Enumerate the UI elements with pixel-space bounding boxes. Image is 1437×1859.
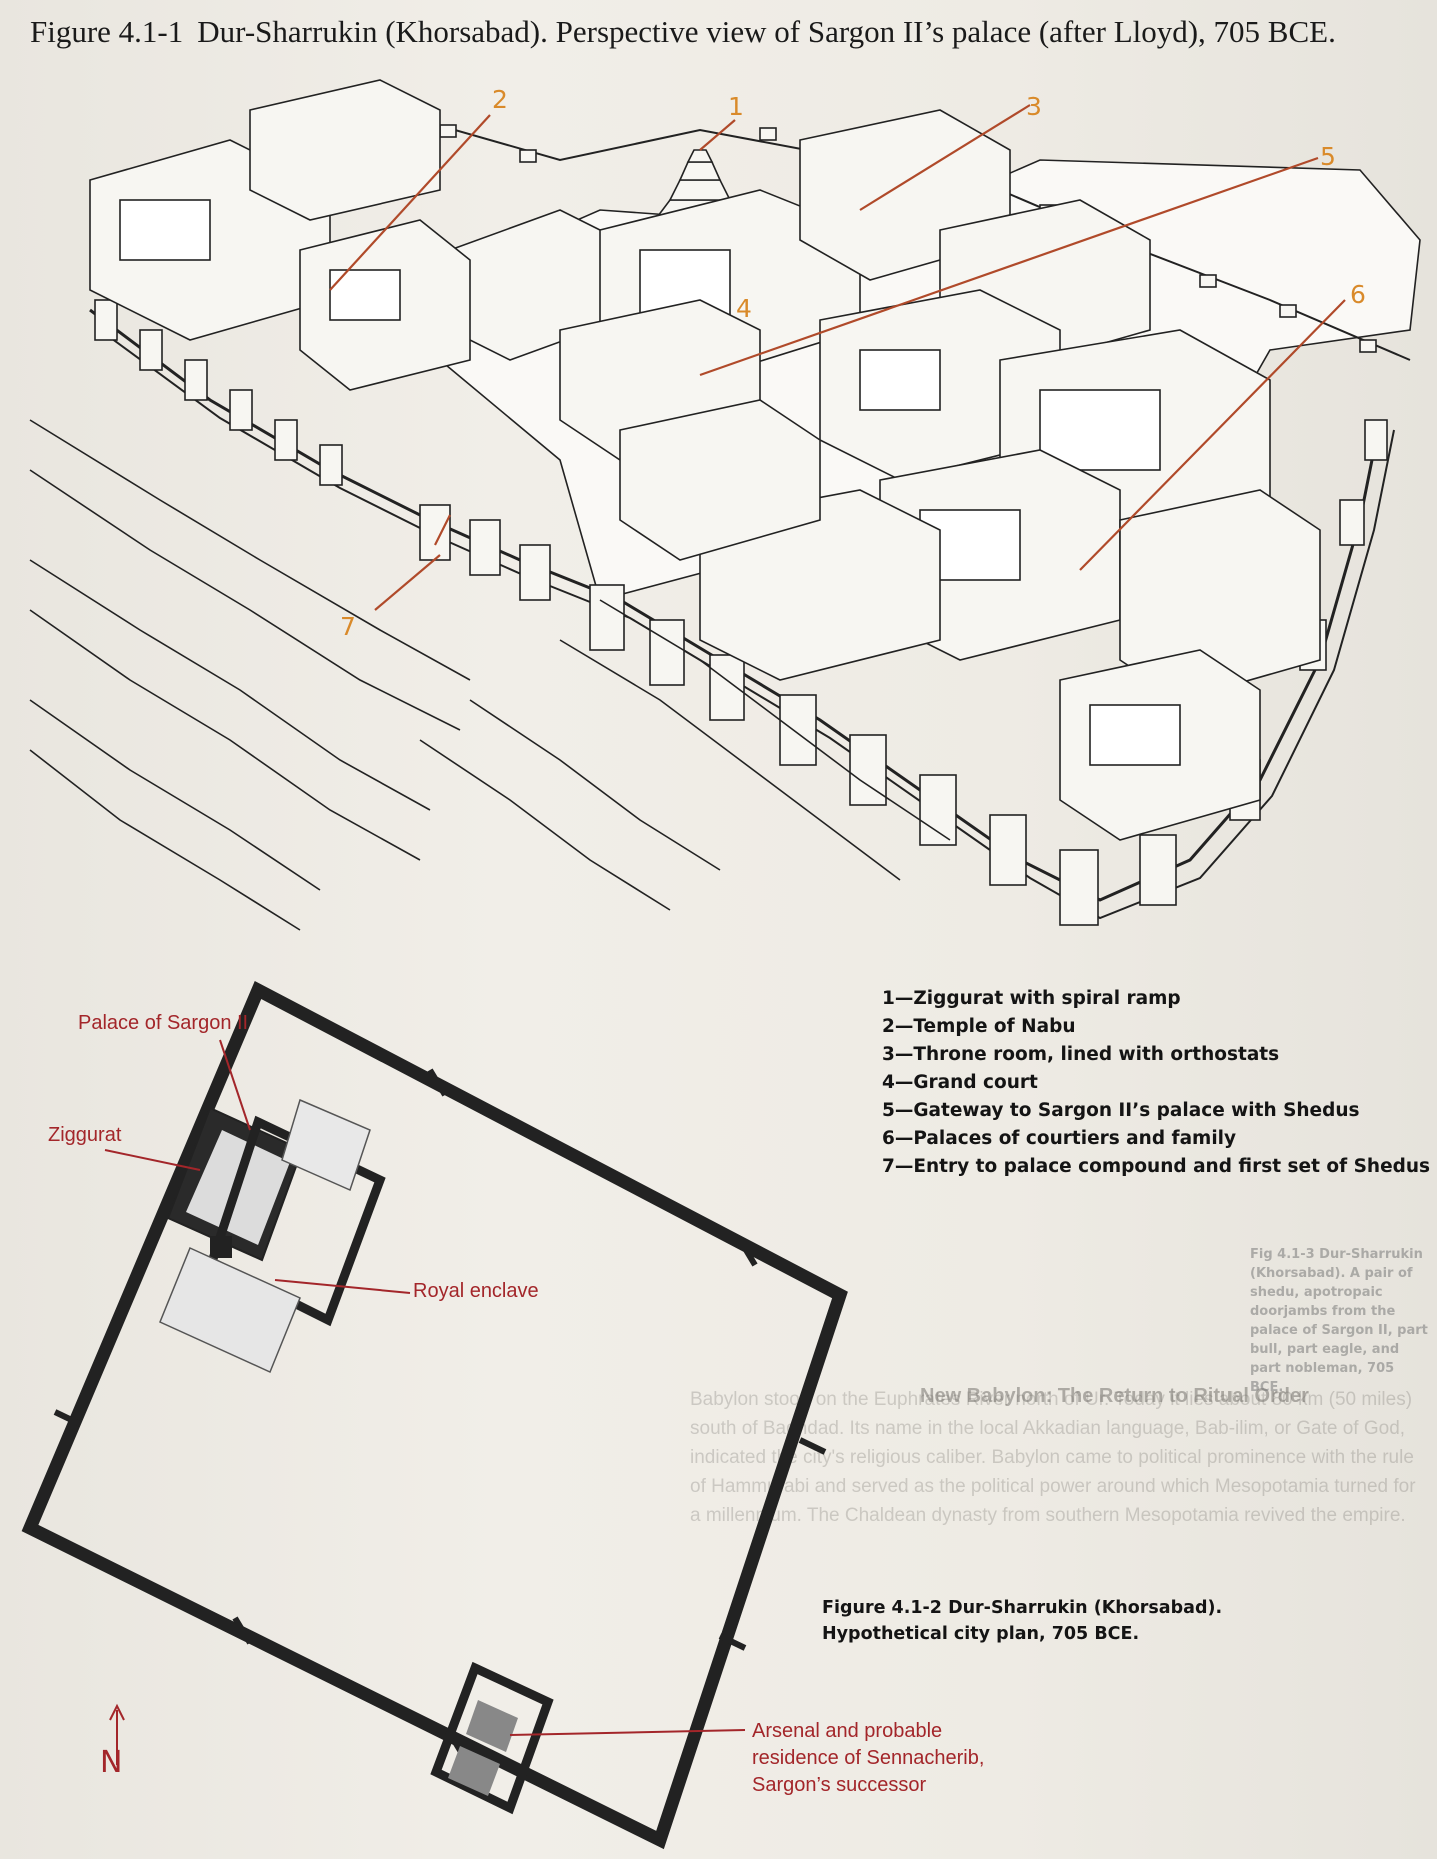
- arsenal-label-line: residence of Sennacherib,: [752, 1747, 985, 1769]
- city-plan: [21, 980, 848, 1850]
- label-6: 6: [1350, 280, 1366, 309]
- arsenal-plan: [430, 1661, 554, 1815]
- arsenal-label-line: Arsenal and probable: [752, 1720, 943, 1742]
- legend-item: 6—Palaces of courtiers and family: [882, 1128, 1237, 1149]
- courtier-palaces: [619, 329, 1321, 841]
- label-2: 2: [492, 85, 508, 114]
- arsenal-block-2: [448, 1746, 500, 1796]
- plan-detail-2: [159, 1246, 301, 1374]
- palace-label: Palace of Sargon II: [78, 1012, 249, 1034]
- figure-title: Figure 4.1-1 Dur-Sharrukin (Khorsabad). P…: [30, 14, 1420, 50]
- bleed-through-text: Babylon stood on the Euphrates River nor…: [690, 1389, 1416, 1526]
- legend: 1—Ziggurat with spiral ramp 2—Temple of …: [882, 985, 1431, 1181]
- legend-item: 7—Entry to palace compound and first set…: [882, 1156, 1431, 1177]
- figure-2-caption-line: Figure 4.1-2 Dur-Sharrukin (Khorsabad).: [822, 1598, 1223, 1618]
- figure-3-caption-fragment: Fig 4.1-3 Dur-Sharrukin (Khorsabad). A p…: [1250, 1247, 1428, 1395]
- plan-leader-lines: [104, 1039, 746, 1765]
- city-gates: [53, 1068, 827, 1769]
- ziggurat-label: Ziggurat: [48, 1124, 122, 1146]
- figure-title-text: Dur-Sharrukin (Khorsabad). Perspective v…: [197, 14, 1336, 49]
- arsenal-label-line: Sargon’s successor: [752, 1774, 927, 1796]
- arsenal-block-1: [466, 1700, 518, 1752]
- left-complex: [89, 79, 471, 391]
- arsenal-label: Arsenal and probable residence of Sennac…: [752, 1718, 984, 1799]
- label-7: 7: [340, 612, 356, 641]
- ziggurat-plan: [210, 1236, 232, 1258]
- label-3: 3: [1026, 92, 1042, 121]
- city-plan-outline: [21, 980, 848, 1850]
- legend-item: 3—Throne room, lined with orthostats: [882, 1044, 1280, 1065]
- label-1: 1: [728, 92, 744, 121]
- city-streets: [29, 419, 951, 931]
- north-arrow-label: N: [100, 1745, 123, 1780]
- bleed-heading: New Babylon: The Return to Ritual Order: [920, 1385, 1309, 1407]
- legend-item: 5—Gateway to Sargon II’s palace with She…: [882, 1100, 1360, 1121]
- figure-2-caption-line: Hypothetical city plan, 705 BCE.: [822, 1624, 1140, 1644]
- label-5: 5: [1320, 142, 1336, 171]
- legend-item: 4—Grand court: [882, 1072, 1038, 1093]
- label-4: 4: [736, 294, 752, 323]
- royal-enclave-label: Royal enclave: [413, 1280, 539, 1302]
- leader-lines: [329, 104, 1346, 611]
- figure-2-caption: Figure 4.1-2 Dur-Sharrukin (Khorsabad). …: [822, 1595, 1242, 1647]
- legend-item: 1—Ziggurat with spiral ramp: [882, 988, 1181, 1009]
- legend-item: 2—Temple of Nabu: [882, 1016, 1076, 1037]
- perspective-drawing: [29, 79, 1421, 931]
- plan-detail-1: [281, 1098, 371, 1192]
- figure-number: Figure 4.1-1: [30, 14, 184, 49]
